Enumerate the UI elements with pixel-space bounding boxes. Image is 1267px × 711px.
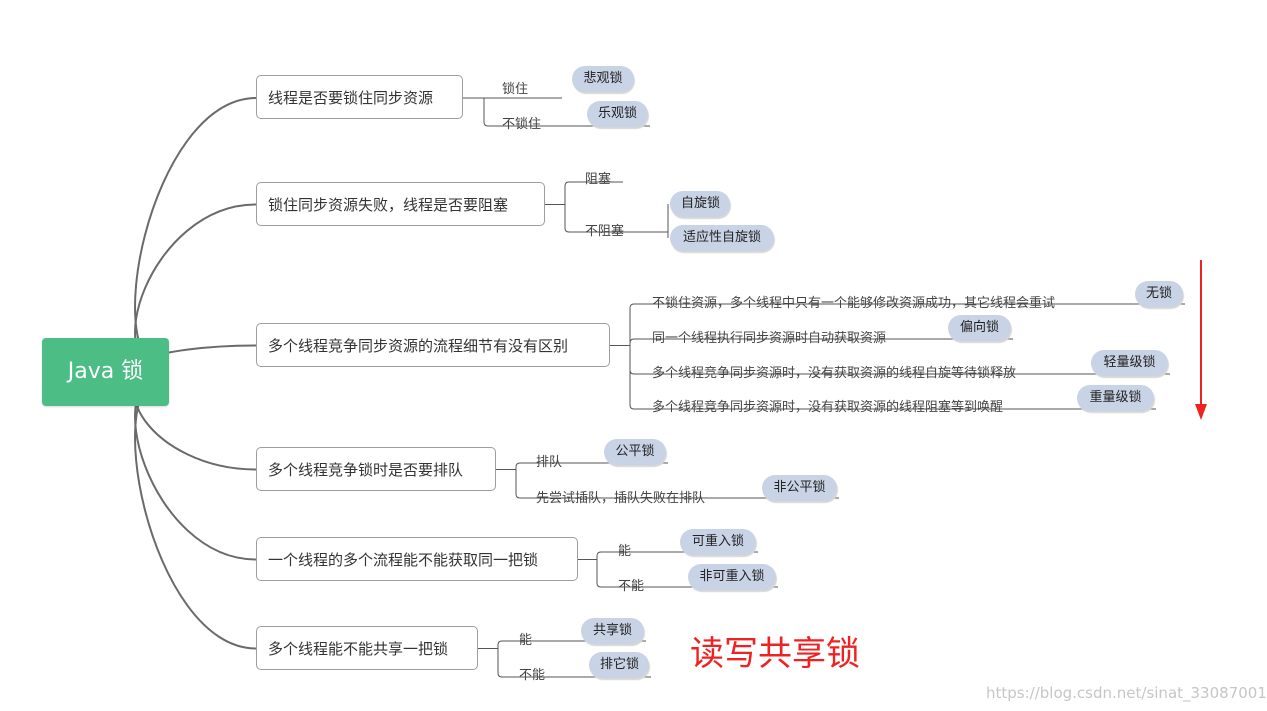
lock-tag[interactable]: 非可重入锁 bbox=[688, 564, 776, 590]
subtopic-label[interactable]: 不能 bbox=[519, 668, 546, 683]
lock-tag[interactable]: 自旋锁 bbox=[670, 191, 730, 217]
subtopic-label[interactable]: 多个线程竞争同步资源时，没有获取资源的线程自旋等待锁释放 bbox=[652, 366, 1017, 381]
annotation-read-write-lock: 读写共享锁 bbox=[690, 634, 860, 674]
subtopic-underline-3-0 bbox=[515, 462, 668, 470]
lock-tag[interactable]: 悲观锁 bbox=[572, 66, 634, 92]
subtopic-underline-1-1 bbox=[564, 204, 660, 233]
root-branch-5 bbox=[134, 371, 257, 650]
subtopic-underline-1-0 bbox=[564, 181, 623, 205]
topic-node[interactable]: 多个线程能不能共享一把锁 bbox=[256, 626, 478, 670]
subtopic-underline-0-1 bbox=[483, 98, 650, 127]
subtopic-underline-2-1 bbox=[629, 338, 1013, 346]
topic-node[interactable]: 一个线程的多个流程能不能获取同一把锁 bbox=[256, 537, 578, 581]
lock-tag[interactable]: 共享锁 bbox=[581, 618, 644, 644]
root-branch-0 bbox=[134, 97, 257, 373]
subtopic-label[interactable]: 不阻塞 bbox=[585, 224, 625, 239]
subtopic-label[interactable]: 锁住 bbox=[502, 82, 529, 97]
subtopic-label[interactable]: 能 bbox=[618, 544, 632, 559]
subtopic-label[interactable]: 同一个线程执行同步资源时自动获取资源 bbox=[652, 331, 887, 346]
subtopic-label[interactable]: 不锁住资源，多个线程中只有一个能够修改资源成功，其它线程会重试 bbox=[652, 296, 1056, 311]
subtopic-underline-2-0 bbox=[629, 303, 1185, 346]
lock-tag[interactable]: 排它锁 bbox=[589, 652, 649, 678]
subtopic-underline-3-1 bbox=[515, 469, 839, 499]
subtopic-underline-5-1 bbox=[497, 648, 651, 678]
subtopic-underline-2-3 bbox=[629, 345, 1156, 410]
subtopic-underline-4-1 bbox=[596, 559, 778, 588]
lock-tag[interactable]: 重量级锁 bbox=[1077, 385, 1154, 411]
lock-tag[interactable]: 可重入锁 bbox=[680, 529, 756, 555]
subtopic-underline-5-0 bbox=[497, 640, 646, 649]
red-arrow-head bbox=[1195, 404, 1207, 420]
subtopic-label[interactable]: 先尝试插队，插队失败在排队 bbox=[536, 491, 706, 506]
watermark: https://blog.csdn.net/sinat_33087001 bbox=[986, 684, 1267, 702]
subtopic-label[interactable]: 不锁住 bbox=[502, 117, 542, 132]
lock-tag[interactable]: 公平锁 bbox=[604, 439, 666, 465]
lock-tag[interactable]: 无锁 bbox=[1135, 281, 1183, 307]
subtopic-label[interactable]: 多个线程竞争同步资源时，没有获取资源的线程阻塞等到唤醒 bbox=[652, 400, 1004, 415]
topic-node[interactable]: 多个线程竞争锁时是否要排队 bbox=[256, 447, 496, 491]
topic-node[interactable]: 多个线程竞争同步资源的流程细节有没有区别 bbox=[256, 323, 610, 367]
lock-tag[interactable]: 适应性自旋锁 bbox=[670, 225, 774, 251]
topic-node[interactable]: 锁住同步资源失败，线程是否要阻塞 bbox=[256, 182, 545, 226]
root-node[interactable]: Java 锁 bbox=[42, 338, 169, 406]
lock-tag[interactable]: 轻量级锁 bbox=[1091, 350, 1168, 376]
subtopic-label[interactable]: 排队 bbox=[536, 455, 563, 470]
subtopic-label[interactable]: 不能 bbox=[618, 579, 645, 594]
topic-node[interactable]: 线程是否要锁住同步资源 bbox=[256, 75, 463, 119]
subtopic-label[interactable]: 能 bbox=[519, 633, 533, 648]
lock-tag[interactable]: 偏向锁 bbox=[948, 315, 1011, 341]
lock-tag[interactable]: 乐观锁 bbox=[587, 101, 648, 127]
lock-tag[interactable]: 非公平锁 bbox=[762, 475, 837, 501]
subtopic-underline-4-0 bbox=[596, 551, 758, 560]
subtopic-label[interactable]: 阻塞 bbox=[585, 172, 612, 187]
